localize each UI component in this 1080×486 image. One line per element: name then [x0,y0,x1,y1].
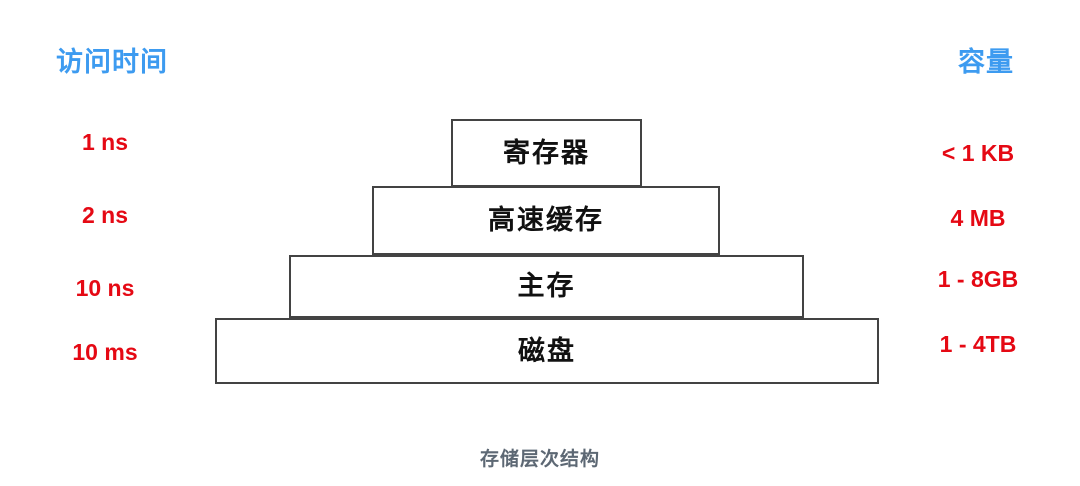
tier-register-label: 寄存器 [503,137,590,168]
tier-register: 寄存器 [451,119,642,187]
latency-label-cache: 2 ns [81,202,129,228]
tier-disk: 磁盘 [215,318,879,384]
capacity-label-disk: 1 - 4TB [939,331,1017,357]
tier-cache-label: 高速缓存 [488,205,604,235]
latency-label-main-memory: 10 ns [75,275,135,301]
capacity-label-register: < 1 KB [941,140,1015,166]
capacity-header: 容量 [958,47,1014,77]
latency-label-register: 1 ns [81,129,129,155]
tier-disk-label: 磁盘 [518,335,576,366]
figure-caption: 存储层次结构 [479,449,600,470]
tier-main-memory-label: 主存 [517,271,576,301]
tier-cache: 高速缓存 [372,186,720,255]
capacity-label-main-memory: 1 - 8GB [937,266,1019,292]
latency-label-disk: 10 ms [72,339,138,365]
capacity-label-cache: 4 MB [950,205,1006,231]
tier-main-memory: 主存 [289,255,804,318]
access-time-header: 访问时间 [56,47,168,77]
